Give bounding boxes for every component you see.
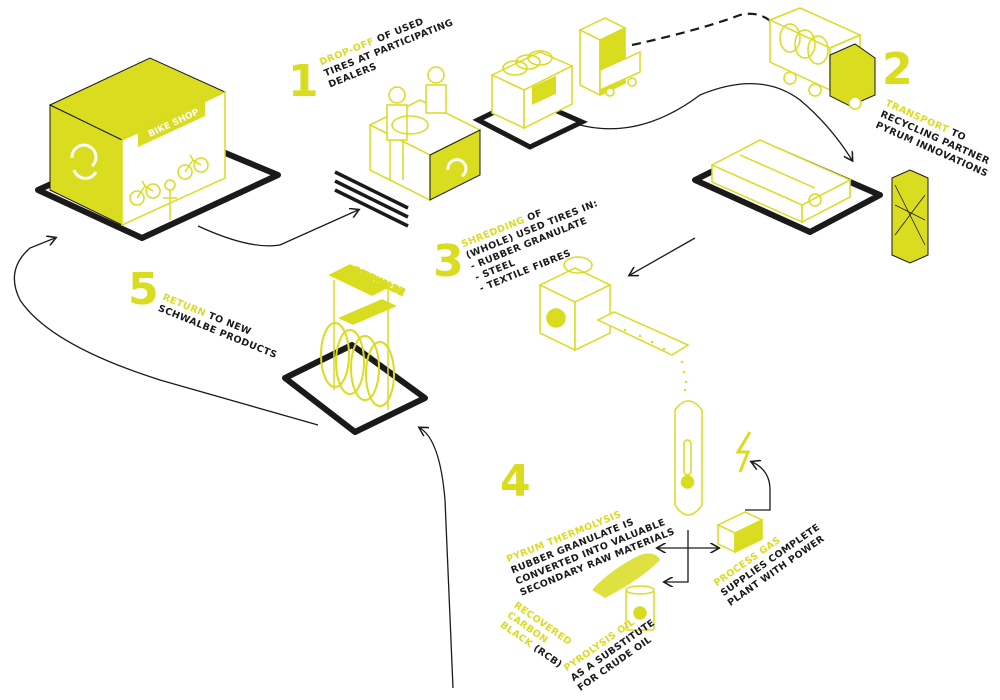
step-1-number: 1: [288, 56, 319, 107]
forklift-icon: [578, 17, 641, 97]
tire-on-shredder-icon: [563, 256, 593, 274]
flow-arrow-rack-to-shop: [13, 238, 319, 426]
carbon-black-pile-icon: [592, 553, 660, 598]
granulate-particles: [623, 328, 688, 392]
flow-arrow-return-to-rack: [420, 428, 454, 689]
flow-arrow-shop-to-counter: [197, 210, 358, 247]
tire-icon: [391, 115, 429, 135]
shop-front-wall: [121, 90, 226, 227]
crate-forklift-illustration: [472, 17, 641, 150]
conveyor-belt: [596, 311, 690, 356]
shredder-illustration: [538, 256, 690, 392]
step-3-number: 3: [433, 236, 464, 287]
truck-cab: [829, 43, 876, 107]
flow-arrow-pyrum-to-shredder: [630, 237, 696, 275]
flow-lines: [13, 12, 852, 689]
flow-line-gas-to-power: [745, 462, 771, 511]
step-4-number: 4: [500, 456, 531, 507]
crate-label: [532, 75, 556, 105]
counter-front-panel: [429, 129, 481, 201]
worker-person-icon: [386, 86, 408, 180]
step-2-number: 2: [882, 44, 913, 95]
tire-stack-icon: [502, 50, 553, 76]
truck-tires-icon: [779, 23, 829, 65]
shop-sign-panel: [138, 102, 205, 147]
reactor-illustration: [674, 400, 752, 516]
rack-boxes: [338, 299, 397, 325]
generator-box-icon: [716, 511, 764, 554]
bike-shop-illustration: BIKE SHOP: [35, 57, 281, 241]
pyrum-logo: [739, 154, 822, 207]
flow-arrow-truck-to-pyrum: [579, 82, 852, 160]
truck-illustration: [768, 7, 876, 110]
bicycle-icon: [129, 154, 209, 206]
thermometer-icon: [680, 439, 695, 489]
drop-off-counter-illustration: [334, 66, 482, 228]
person-icon: [163, 179, 177, 220]
step-5-number: 5: [128, 264, 159, 315]
counter-recycle-icon: [446, 158, 468, 178]
tires-on-rack-icon: [320, 322, 395, 407]
flow-arrow-reactor-to-oil: [665, 548, 689, 582]
lightning-icon: [735, 431, 752, 473]
oil-barrel-icon: [625, 585, 655, 631]
plant-tower: [891, 169, 929, 264]
customer-person-icon: [425, 66, 447, 114]
gear-icon: [546, 308, 566, 328]
schwalbe-rack-illustration: SCHWALBE: [282, 264, 428, 435]
floor-stripes: [334, 170, 409, 228]
flow-path-forklift-to-truck-dashed: [631, 12, 776, 47]
pyrum-plant-illustration: [692, 139, 929, 264]
recycle-icon: [70, 143, 98, 180]
